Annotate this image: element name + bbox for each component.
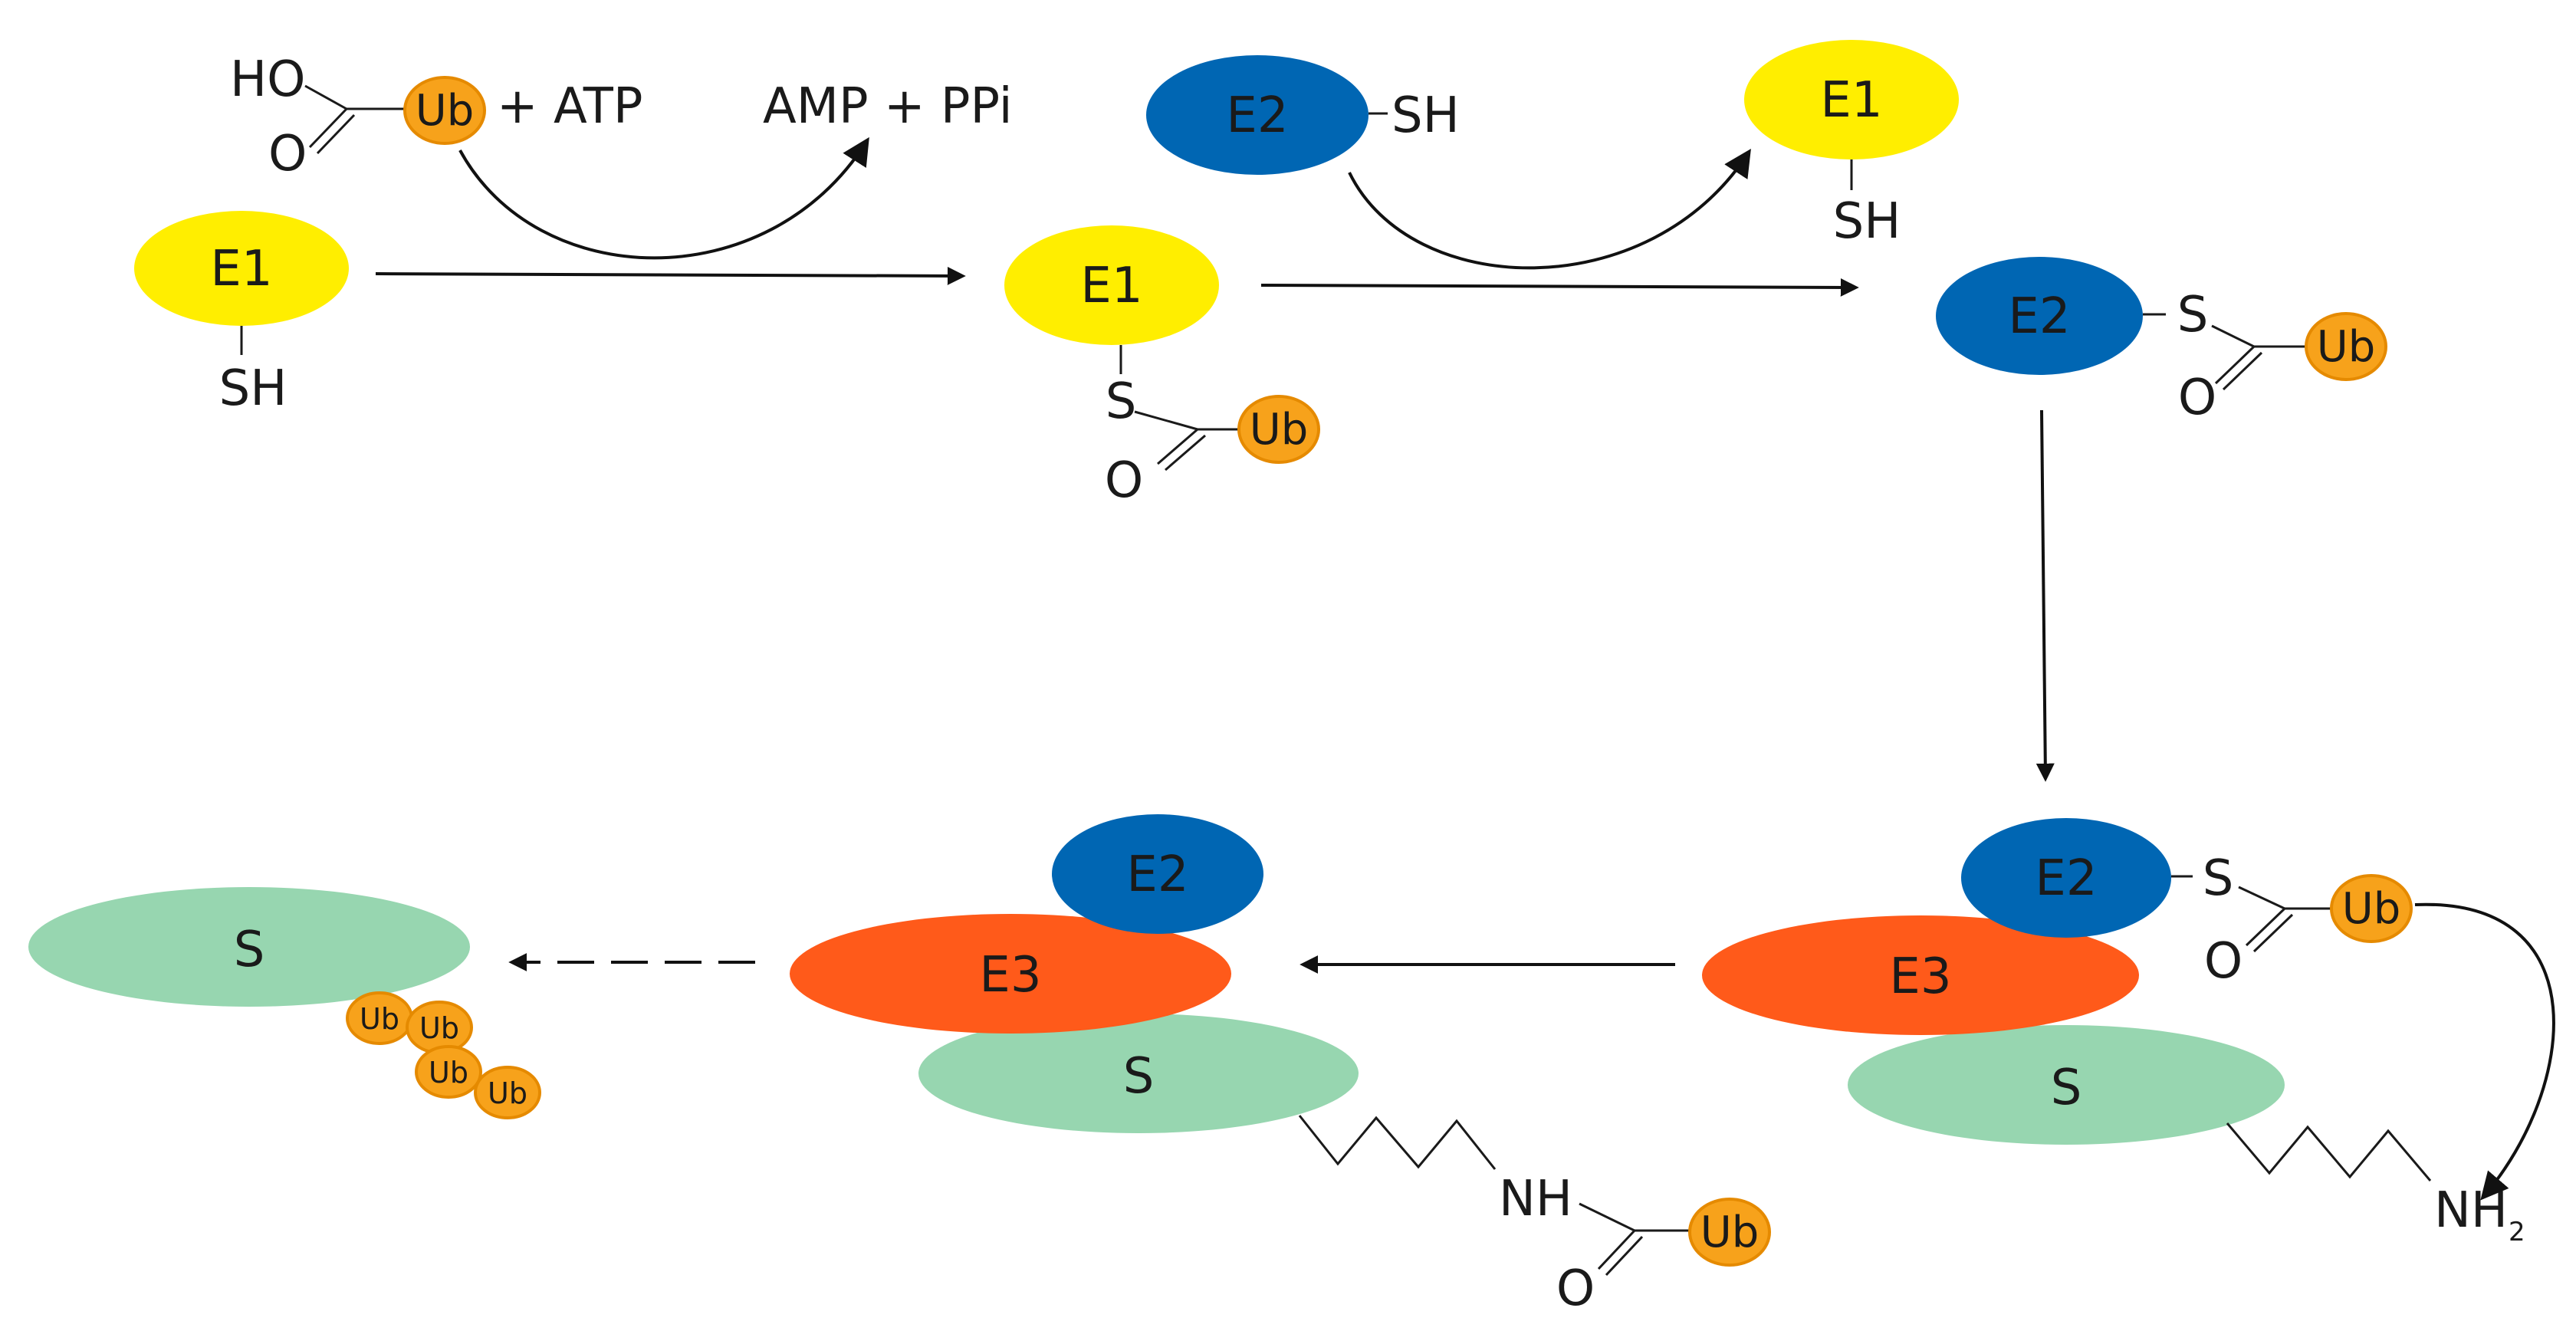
substrate-protein (28, 887, 470, 1007)
e2-enzyme (1961, 818, 2171, 938)
e1-enzyme (1004, 225, 1219, 345)
substrate-protein (1848, 1025, 2285, 1145)
ubiquitin-chain-node (474, 1066, 541, 1119)
bond-co-2 (2252, 913, 2294, 953)
e3-label: E3 (1889, 948, 1951, 1005)
e3-label: E3 (979, 947, 1041, 1004)
ubiquitin-chain-node (415, 1045, 482, 1099)
o-label: O (2178, 370, 2216, 426)
ub-label: Ub (2342, 884, 2401, 934)
bond-co-2 (316, 113, 356, 155)
e2-label: E2 (2035, 850, 2097, 907)
bond-ho-c (304, 84, 347, 110)
e2-free: E2 SH (1146, 55, 1460, 175)
bond-co-2 (1165, 434, 1206, 472)
e3-ligase (1702, 915, 2139, 1035)
reaction-arrow-3 (2036, 409, 2055, 782)
lysine-side-chain (1298, 1115, 1497, 1170)
ub-acid-group: HO O Ub + ATP (230, 51, 642, 182)
ub-label: Ub (2317, 322, 2376, 372)
bond-co-2 (1605, 1235, 1644, 1277)
e2-enzyme (1146, 55, 1368, 175)
ubiquitin-node (1688, 1198, 1771, 1267)
ub-label: Ub (1250, 405, 1309, 455)
e2-ub-thioester: E2 S O Ub (1936, 257, 2387, 426)
ubiquitin-node (2330, 874, 2413, 943)
e3-complex-middle: S E3 E2 NH O Ub (790, 814, 1771, 1317)
ho-label: HO (230, 51, 306, 108)
polyubiquitinated-substrate: S Ub Ub Ub Ub (28, 887, 541, 1119)
s-label: S (1106, 373, 1137, 430)
sh-label: SH (1392, 87, 1460, 144)
reaction-arrow-1 (375, 266, 966, 285)
s-label: S (2177, 287, 2209, 343)
amp-ppi-label: AMP + PPi (763, 78, 1012, 135)
e2-label: E2 (1226, 87, 1288, 144)
e2-enzyme (1936, 257, 2143, 375)
ubiquitin-node (1237, 395, 1320, 464)
reaction-arrow-2 (1260, 278, 1859, 297)
e1-free-left: E1 SH (134, 211, 349, 417)
bond-s-c (2211, 324, 2255, 348)
lysine-side-chain (2226, 1122, 2432, 1181)
ub-label: Ub (416, 86, 475, 136)
bond-s-c (1134, 410, 1198, 431)
ub-label: Ub (429, 1056, 468, 1089)
e2-enzyme (1052, 814, 1263, 934)
o-label: O (268, 126, 307, 182)
ub-label: Ub (488, 1076, 527, 1110)
ub-label: Ub (1700, 1208, 1760, 1257)
bond-co-1 (2245, 907, 2286, 947)
e3-ligase (790, 914, 1231, 1034)
ubiquitin-node (403, 76, 486, 145)
o-label: O (1556, 1260, 1595, 1317)
bond-co-1 (1597, 1229, 1636, 1270)
sh-label: SH (1833, 193, 1901, 250)
bond-co-1 (2214, 345, 2256, 385)
ub-transfer-arrow (2414, 902, 2555, 1201)
bond-nh-c (1579, 1202, 1635, 1232)
e1-label: E1 (210, 241, 272, 297)
s-label: S (2203, 850, 2234, 907)
bond-s-c (2238, 886, 2285, 910)
substrate-label: S (2051, 1060, 2082, 1116)
e1-label: E1 (1820, 72, 1882, 129)
ub-label: Ub (419, 1011, 459, 1045)
e1-released: E1 SH (1744, 40, 1959, 250)
e1-enzyme (1744, 40, 1959, 159)
substrate-protein (918, 1014, 1359, 1133)
e1-release-arrow (1348, 148, 1751, 270)
bond-co-1 (308, 107, 348, 149)
e2-label: E2 (2008, 288, 2070, 345)
atp-consumption-arrow (458, 136, 869, 260)
ubiquitin-node (2305, 312, 2387, 381)
nh2-subscript: 2 (2509, 1217, 2525, 1247)
o-label: O (1105, 452, 1143, 509)
o-label: O (2204, 933, 2242, 990)
e2-label: E2 (1126, 846, 1188, 903)
sh-label: SH (219, 360, 288, 417)
substrate-label: S (234, 922, 265, 978)
e1-ub-thioester: E1 S O Ub (1004, 225, 1320, 509)
substrate-label: S (1123, 1048, 1155, 1105)
bond-co-2 (2222, 351, 2263, 391)
plus-atp-label: + ATP (497, 78, 642, 135)
e1-enzyme (134, 211, 349, 326)
e1-label: E1 (1080, 258, 1142, 314)
nh-label: NH (1499, 1171, 1572, 1227)
nh2-label: NH (2434, 1182, 2508, 1239)
e3-complex-right: S E3 E2 S O Ub NH 2 (1702, 818, 2555, 1247)
bond-co-1 (1157, 428, 1198, 465)
ub-label: Ub (360, 1002, 399, 1036)
